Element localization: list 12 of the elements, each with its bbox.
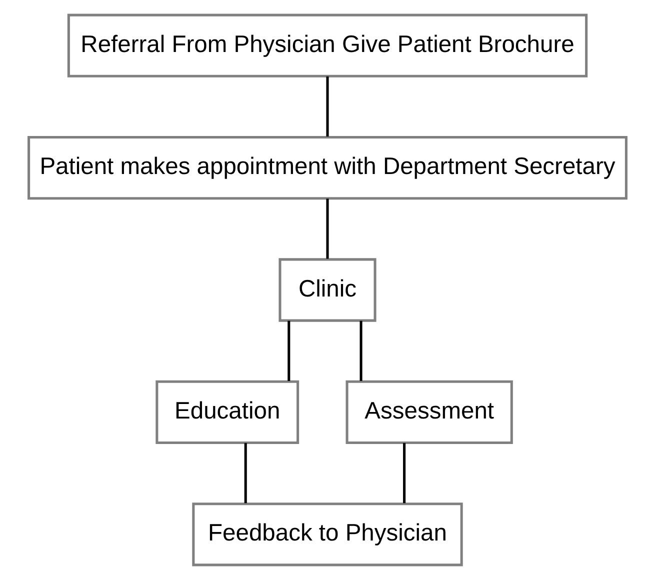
- connector: [288, 320, 290, 381]
- connector: [244, 443, 247, 504]
- connector: [326, 76, 329, 137]
- node-box: Assessment: [346, 380, 513, 444]
- connector: [326, 198, 329, 259]
- node-box: Referral From Physician Give Patient Brochure: [67, 14, 588, 78]
- node-box: Education: [156, 380, 300, 444]
- connector: [403, 443, 406, 504]
- node-box: Feedback to Physician: [192, 502, 463, 566]
- node-box: Clinic: [278, 258, 376, 322]
- connector: [360, 320, 362, 381]
- node-box: Patient makes appointment with Department Secretary: [28, 136, 628, 200]
